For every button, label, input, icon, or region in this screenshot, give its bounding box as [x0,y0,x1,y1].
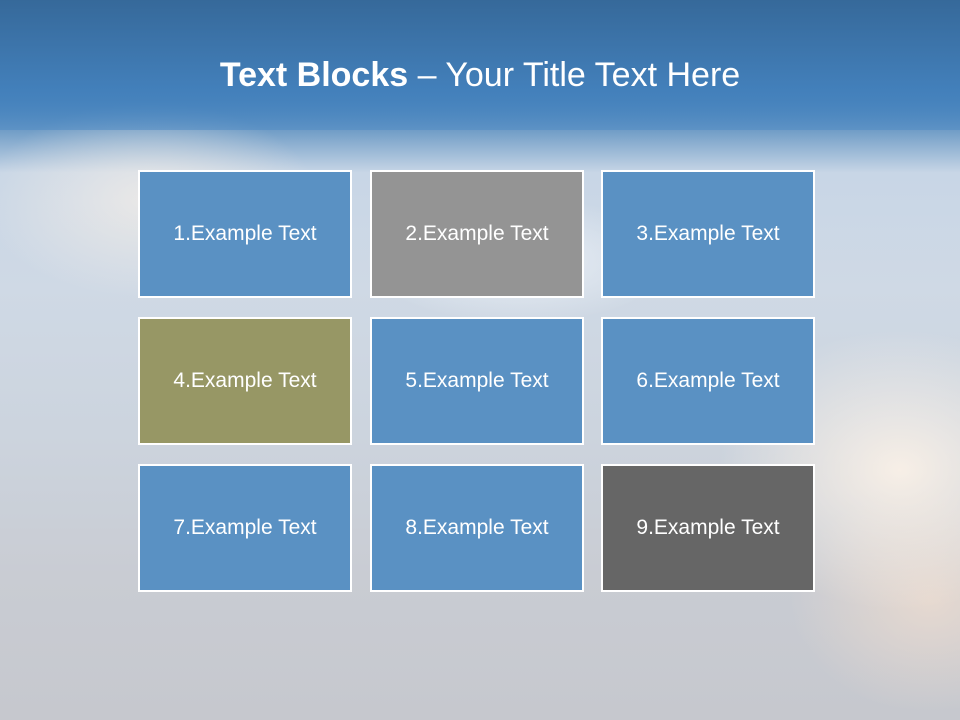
text-block-3[interactable]: 3.Example Text [601,170,815,298]
text-block-2[interactable]: 2.Example Text [370,170,584,298]
slide-title: Text Blocks – Your Title Text Here [0,52,960,98]
text-block-label: 8.Example Text [405,516,549,539]
text-block-label: 7.Example Text [173,516,317,539]
text-block-label: 9.Example Text [636,516,780,539]
text-block-7[interactable]: 7.Example Text [138,464,352,592]
text-block-label: 2.Example Text [405,222,549,245]
title-band [0,0,960,130]
text-block-9[interactable]: 9.Example Text [601,464,815,592]
text-block-5[interactable]: 5.Example Text [370,317,584,445]
text-block-label: 5.Example Text [405,369,549,392]
text-block-8[interactable]: 8.Example Text [370,464,584,592]
text-block-grid: 1.Example Text 2.Example Text 3.Example … [138,170,816,594]
title-bold-part: Text Blocks [219,56,409,94]
text-block-4[interactable]: 4.Example Text [138,317,352,445]
text-block-1[interactable]: 1.Example Text [138,170,352,298]
text-block-label: 1.Example Text [173,222,317,245]
text-block-label: 6.Example Text [636,369,780,392]
text-block-6[interactable]: 6.Example Text [601,317,815,445]
text-block-label: 3.Example Text [636,222,780,245]
text-block-label: 4.Example Text [173,369,317,392]
title-dash: – [408,56,446,94]
title-rest-part: Your Title Text Here [445,56,741,94]
